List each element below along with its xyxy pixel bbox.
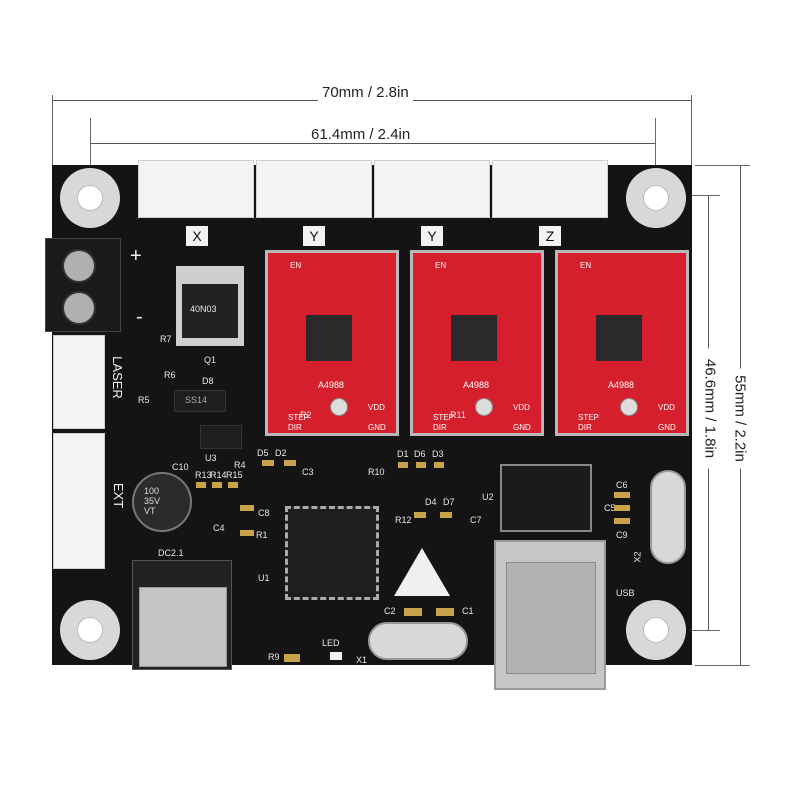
label-r11: R11 bbox=[450, 410, 466, 420]
axis-label-x: X bbox=[186, 226, 208, 246]
stepper-driver-z: EN A4988 STEP DIR GND VDD bbox=[555, 250, 689, 436]
ic-u2 bbox=[500, 464, 592, 532]
label-c10: C10 bbox=[172, 462, 189, 472]
label-r13: R13 bbox=[195, 470, 212, 480]
label-usb: USB bbox=[616, 588, 635, 598]
label-c9: C9 bbox=[616, 530, 628, 540]
label-r5: R5 bbox=[138, 395, 150, 405]
label-c3: C3 bbox=[302, 467, 314, 477]
label-d7: D7 bbox=[443, 497, 455, 507]
label-r1: R1 bbox=[256, 530, 268, 540]
power-terminal-block bbox=[45, 238, 121, 332]
label-r10: R10 bbox=[368, 467, 385, 477]
mounting-hole-bottom-right bbox=[626, 600, 686, 660]
label-d4: D4 bbox=[425, 497, 437, 507]
laser-label: LASER bbox=[109, 356, 125, 399]
connector-y1 bbox=[256, 160, 372, 218]
label-c1: C1 bbox=[462, 606, 474, 616]
ext-connector bbox=[53, 433, 105, 569]
mosfet-q1: 40N03 bbox=[176, 266, 244, 346]
label-d2: D2 bbox=[275, 448, 287, 458]
label-x2: X2 bbox=[632, 551, 643, 563]
label-r7: R7 bbox=[160, 334, 172, 344]
label-c6: C6 bbox=[616, 480, 628, 490]
overall-height-label: 55mm / 2.2in bbox=[731, 368, 749, 469]
label-q1: Q1 bbox=[204, 355, 217, 365]
minus-sign: - bbox=[136, 306, 143, 328]
label-d1: D1 bbox=[397, 449, 409, 459]
label-c8: C8 bbox=[258, 508, 270, 518]
label-u2: U2 bbox=[482, 492, 494, 502]
label-r2: R2 bbox=[300, 410, 312, 420]
hole-spacing-width-label: 61.4mm / 2.4in bbox=[307, 126, 415, 143]
label-r9: R9 bbox=[268, 652, 280, 662]
label-r4: R4 bbox=[234, 460, 246, 470]
label-d5: D5 bbox=[257, 448, 269, 458]
diode-ss14 bbox=[174, 390, 226, 412]
axis-label-z: Z bbox=[539, 226, 561, 246]
label-r6: R6 bbox=[164, 370, 176, 380]
status-led bbox=[330, 652, 342, 660]
connector-z bbox=[492, 160, 608, 218]
label-r12: R12 bbox=[395, 515, 412, 525]
label-r15: R15 bbox=[226, 470, 243, 480]
mounting-hole-bottom-left bbox=[60, 600, 120, 660]
plus-sign: + bbox=[130, 245, 142, 267]
label-r14: R14 bbox=[210, 470, 227, 480]
hole-spacing-height-label: 46.6mm / 1.8in bbox=[701, 348, 719, 469]
crystal-x2 bbox=[650, 470, 686, 564]
dc-jack bbox=[132, 560, 232, 670]
axis-label-y1: Y bbox=[303, 226, 325, 246]
laser-connector bbox=[53, 335, 105, 429]
label-x1: X1 bbox=[356, 655, 368, 665]
usb-connector bbox=[494, 540, 606, 690]
mounting-hole-top-left bbox=[60, 168, 120, 228]
label-led: LED bbox=[322, 638, 340, 648]
label-c2: C2 bbox=[384, 606, 396, 616]
capacitor-c10: 100 35V VT bbox=[132, 472, 192, 532]
hole-spacing-width-dimension bbox=[90, 143, 655, 144]
connector-y2 bbox=[374, 160, 490, 218]
esd-warning-symbol bbox=[394, 548, 450, 596]
crystal-x1 bbox=[368, 622, 468, 660]
microcontroller-u1 bbox=[285, 506, 379, 600]
label-c5: C5 bbox=[604, 503, 616, 513]
connector-x bbox=[138, 160, 254, 218]
label-d3: D3 bbox=[432, 449, 444, 459]
overall-width-label: 70mm / 2.8in bbox=[318, 84, 413, 101]
label-u1: U1 bbox=[258, 573, 270, 583]
ext-label: EXT bbox=[111, 482, 127, 509]
label-c4: C4 bbox=[213, 523, 225, 533]
label-d6: D6 bbox=[414, 449, 426, 459]
label-d8: D8 bbox=[202, 376, 214, 386]
smd-parts bbox=[196, 482, 206, 488]
ic-u3 bbox=[200, 425, 242, 449]
label-c7: C7 bbox=[470, 515, 482, 525]
mounting-hole-top-right bbox=[626, 168, 686, 228]
label-u3: U3 bbox=[205, 453, 217, 463]
stepper-driver-y: EN A4988 STEP DIR GND VDD bbox=[410, 250, 544, 436]
axis-label-y2: Y bbox=[421, 226, 443, 246]
stepper-driver-x: EN A4988 STEP DIR GND VDD bbox=[265, 250, 399, 436]
label-dc: DC2.1 bbox=[158, 548, 184, 558]
